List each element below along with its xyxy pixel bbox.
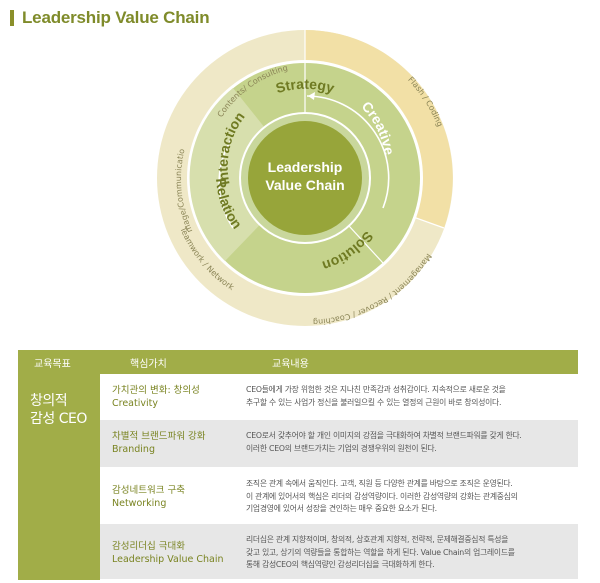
description-line: CEO로서 갖추어야 할 개인 이미지의 강점을 극대화하여 차별적 브랜드파워… <box>246 431 522 440</box>
flow-arc-top <box>306 95 390 209</box>
value-en: Creativity <box>112 398 158 409</box>
description-line: 이러한 CEO의 브랜드가치는 기업의 경쟁우위의 원천이 된다. <box>246 443 437 453</box>
description-line: 조직은 관계 속에서 움직인다. 고객, 직원 등 다양한 관계를 바탕으로 조… <box>246 479 513 488</box>
value-chain-diagram: Leadership Value Chain Strategy Creative… <box>152 21 455 328</box>
value-en: Branding <box>112 444 155 455</box>
header-content: 교육내용 <box>272 358 309 370</box>
value-en: Networking <box>112 498 167 509</box>
description-cell: 조직은 관계 속에서 움직인다. 고객, 직원 등 다양한 관계를 바탕으로 조… <box>228 468 578 523</box>
center-title-line2: Value Chain <box>265 177 344 193</box>
description-line: 추구할 수 있는 사업가 정신을 불러일으킬 수 있는 열정의 근원이 바로 창… <box>246 397 502 407</box>
page-title: Leadership Value Chain <box>22 8 210 27</box>
value-en: Leadership Value Chain <box>112 554 224 565</box>
description-line: 리더십은 관계 지향적이며, 창의적, 상호관계 지향적, 전략적, 문제해결중… <box>246 535 509 544</box>
value-cell: 가치관의 변화: 창의성 Creativity <box>100 374 228 419</box>
value-ko: 감성네트워크 구축 <box>112 485 185 496</box>
flow-arc-left <box>218 139 234 229</box>
table-header: 교육목표 핵심가치 교육내용 <box>18 350 578 374</box>
description-line: CEO들에게 가장 위험한 것은 지나친 만족감과 성취감이다. 지속적으로 새… <box>246 385 506 394</box>
table-row: 차별적 브랜드파워 강화 Branding CEO로서 갖추어야 할 개인 이미… <box>100 420 578 468</box>
center-circle <box>248 121 362 235</box>
goal-cell: 창의적 감성 CEO <box>18 374 100 580</box>
value-cell: 차별적 브랜드파워 강화 Branding <box>100 420 228 467</box>
center-title-line1: Leadership <box>268 159 343 175</box>
description-line: 이 관계에 있어서의 핵심은 리더의 감성역량이다. 이러한 감성역량의 강화는… <box>246 491 518 501</box>
value-chain-svg: Leadership Value Chain Strategy Creative… <box>152 21 453 327</box>
header-core-value: 핵심가치 <box>130 358 167 370</box>
value-cell: 감성네트워크 구축 Networking <box>100 468 228 523</box>
flow-arrow-head <box>308 92 315 100</box>
value-ko: 차별적 브랜드파워 강화 <box>112 431 206 442</box>
table-rows: 가치관의 변화: 창의성 Creativity CEO들에게 가장 위험한 것은… <box>100 374 578 580</box>
table-body: 창의적 감성 CEO 가치관의 변화: 창의성 Creativity CEO들에… <box>18 374 578 580</box>
header-goal: 교육목표 <box>34 358 71 370</box>
title-accent-bar <box>10 10 14 26</box>
value-cell: 감성리더십 극대화 Leadership Value Chain <box>100 524 228 579</box>
goal-line-2: 감성 CEO <box>30 411 87 427</box>
description-line: 기업경영에 있어서 성장을 견인하는 매우 중요한 요소가 된다. <box>246 504 437 513</box>
description-line: 갖고 있고, 상기의 역량들을 통합하는 역할을 하게 된다. Value Ch… <box>246 547 515 557</box>
goal-line-1: 창의적 <box>30 393 68 409</box>
goal-text: 창의적 감성 CEO <box>30 392 87 428</box>
value-ko: 가치관의 변화: 창의성 <box>112 385 200 396</box>
description-cell: CEO들에게 가장 위험한 것은 지나친 만족감과 성취감이다. 지속적으로 새… <box>228 374 578 419</box>
curriculum-table: 교육목표 핵심가치 교육내용 창의적 감성 CEO 가치관의 변화: 창의성 C… <box>18 350 578 580</box>
page-header: Leadership Value Chain <box>10 8 210 28</box>
description-line: 통해 감성CEO의 핵심역량인 감성리더십을 극대화하게 한다. <box>246 560 435 569</box>
description-cell: CEO로서 갖추어야 할 개인 이미지의 강점을 극대화하여 차별적 브랜드파워… <box>228 420 578 467</box>
table-row: 감성리더십 극대화 Leadership Value Chain 리더십은 관계… <box>100 524 578 580</box>
table-row: 가치관의 변화: 창의성 Creativity CEO들에게 가장 위험한 것은… <box>100 374 578 420</box>
value-ko: 감성리더십 극대화 <box>112 541 185 552</box>
table-row: 감성네트워크 구축 Networking 조직은 관계 속에서 움직인다. 고객… <box>100 468 578 524</box>
description-cell: 리더십은 관계 지향적이며, 창의적, 상호관계 지향적, 전략적, 문제해결중… <box>228 524 578 579</box>
